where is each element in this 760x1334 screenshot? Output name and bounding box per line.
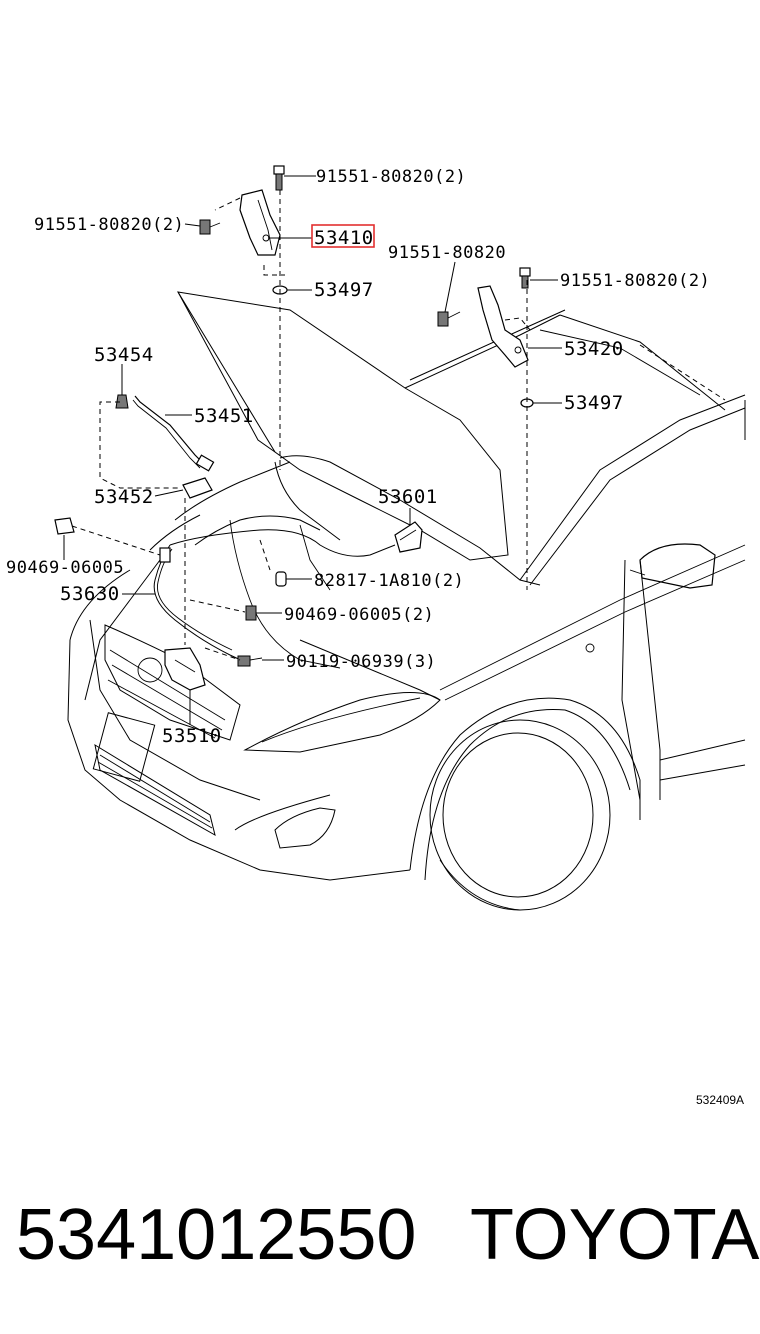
bolt-hinge-top-part <box>273 165 285 191</box>
callout-labels: 91551-80820(2) 91551-80820(2) 53410 9155… <box>6 167 744 1107</box>
label-cushion: 53454 <box>94 344 154 366</box>
car-body-outline <box>67 291 746 911</box>
bolt-hinge-left-part <box>199 219 221 235</box>
diagram-code: 532409A <box>696 1093 744 1107</box>
rod-holder-part <box>182 477 213 499</box>
label-hinge-left[interactable]: 53410 <box>314 227 374 249</box>
part-number: 5341012550 <box>16 1195 417 1275</box>
bolt-right-b-part <box>519 267 531 289</box>
label-washer-right: 53497 <box>564 392 624 414</box>
clip-center-part <box>245 605 257 621</box>
cushion-part <box>115 394 129 409</box>
hood-lock-part <box>137 647 206 691</box>
hinge-left-part <box>214 189 285 276</box>
brand-name: TOYOTA <box>470 1195 760 1275</box>
grommet-part <box>275 571 287 587</box>
label-washer-left: 53497 <box>314 279 374 301</box>
highlight-box <box>311 224 375 248</box>
label-bolt-right-b: 91551-80820(2) <box>560 271 710 291</box>
hinge-right-part <box>477 285 531 368</box>
label-bolt-right-a: 91551-80820 <box>388 243 506 263</box>
leader-lines <box>63 175 562 725</box>
label-hinge-right: 53420 <box>564 338 624 360</box>
footer: 5341012550 TOYOTA <box>0 1185 760 1285</box>
support-rod-part <box>132 395 215 472</box>
label-clip-left: 90469-06005 <box>6 558 124 578</box>
clip-left-part <box>54 517 75 535</box>
lever-part <box>394 521 423 553</box>
label-rod-holder: 53452 <box>94 486 154 508</box>
label-clip-grommet: 82817-1A810(2) <box>314 571 464 591</box>
label-bolt-hinge-top: 91551-80820(2) <box>316 167 466 187</box>
label-support-rod: 53451 <box>194 405 254 427</box>
bolt-lock-part <box>237 655 263 667</box>
label-bolt-hinge-left: 91551-80820(2) <box>34 215 184 235</box>
guide-lines <box>71 190 726 661</box>
cable-part <box>153 529 396 663</box>
label-hood-lock: 53510 <box>162 725 222 747</box>
label-cable: 53630 <box>60 583 120 605</box>
label-lever: 53601 <box>378 486 438 508</box>
label-bolt-lock: 90119-06939(3) <box>286 652 436 672</box>
label-clip-center: 90469-06005(2) <box>284 605 434 625</box>
bolt-right-a-part <box>437 311 461 327</box>
